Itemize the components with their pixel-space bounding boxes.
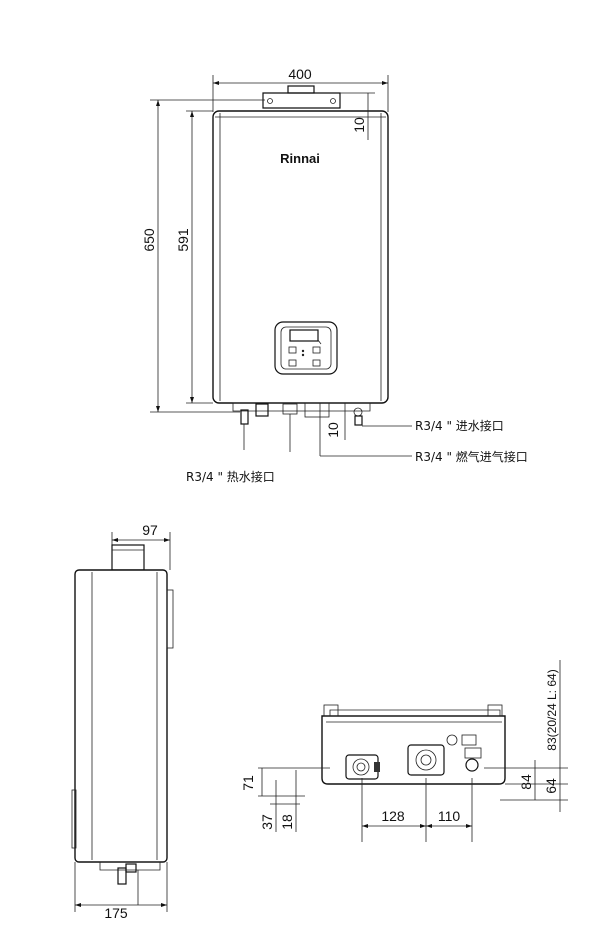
dim-width-400: 400 — [288, 66, 312, 82]
front-view: 400 Rinnai — [141, 66, 528, 484]
label-gas-inlet: R3/4 " 燃气进气接口 — [415, 449, 528, 464]
heater-side-body — [74, 569, 168, 863]
dim-height-591: 591 — [175, 228, 191, 252]
heater-bottom-body — [321, 715, 506, 785]
dim-flue-depth-97: 97 — [142, 522, 158, 538]
dim-18: 18 — [279, 814, 295, 830]
dim-height-650: 650 — [141, 228, 157, 252]
dim-bottom-gap-10: 10 — [325, 422, 341, 438]
side-view: 97 175 — [71, 522, 174, 921]
control-panel — [274, 321, 338, 375]
dim-bottom-depth-175: 175 — [104, 905, 128, 921]
dim-64: 64 — [543, 778, 559, 794]
dim-71: 71 — [240, 775, 256, 791]
dim-37: 37 — [259, 814, 275, 830]
label-hot-water-outlet: R3/4 " 热水接口 — [186, 469, 275, 484]
dim-128: 128 — [381, 808, 405, 824]
dim-83-note: 83(20/24 L: 64) — [545, 669, 559, 750]
dim-84: 84 — [518, 774, 534, 790]
label-water-inlet: R3/4 " 进水接口 — [415, 418, 504, 433]
bottom-view: 71 37 18 128 110 84 64 83(20/24 L: 64) — [240, 660, 568, 842]
dim-top-gap-10: 10 — [351, 117, 367, 133]
dim-110: 110 — [438, 808, 461, 824]
brand-logo: Rinnai — [280, 151, 320, 166]
